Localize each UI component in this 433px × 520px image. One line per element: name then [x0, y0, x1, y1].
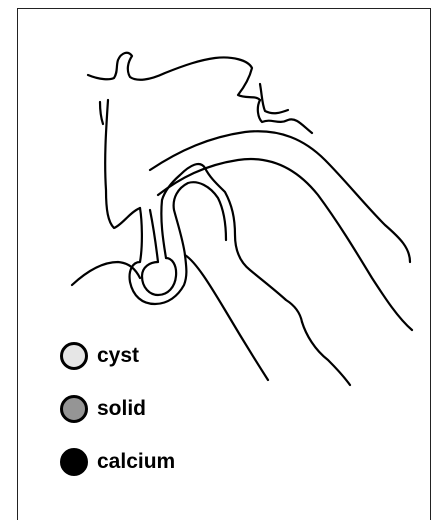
- calcium-swatch: [60, 448, 88, 476]
- loop-inner: [174, 182, 226, 255]
- stem-right: [142, 210, 176, 295]
- upper-arc: [150, 131, 410, 262]
- solid-swatch: [60, 395, 88, 423]
- legend-label-solid: solid: [97, 395, 146, 423]
- lower-arc: [158, 159, 412, 330]
- left-vertical: [105, 100, 140, 228]
- upper-contour: [88, 53, 260, 100]
- cyst-swatch: [60, 342, 88, 370]
- legend-label-cyst: cyst: [97, 342, 139, 370]
- left-vertical-2: [100, 102, 103, 124]
- right-wavy-contour-2: [260, 84, 288, 113]
- legend-label-calcium: calcium: [97, 448, 175, 476]
- lower-descending-2: [302, 322, 350, 385]
- right-wavy-contour: [258, 100, 312, 133]
